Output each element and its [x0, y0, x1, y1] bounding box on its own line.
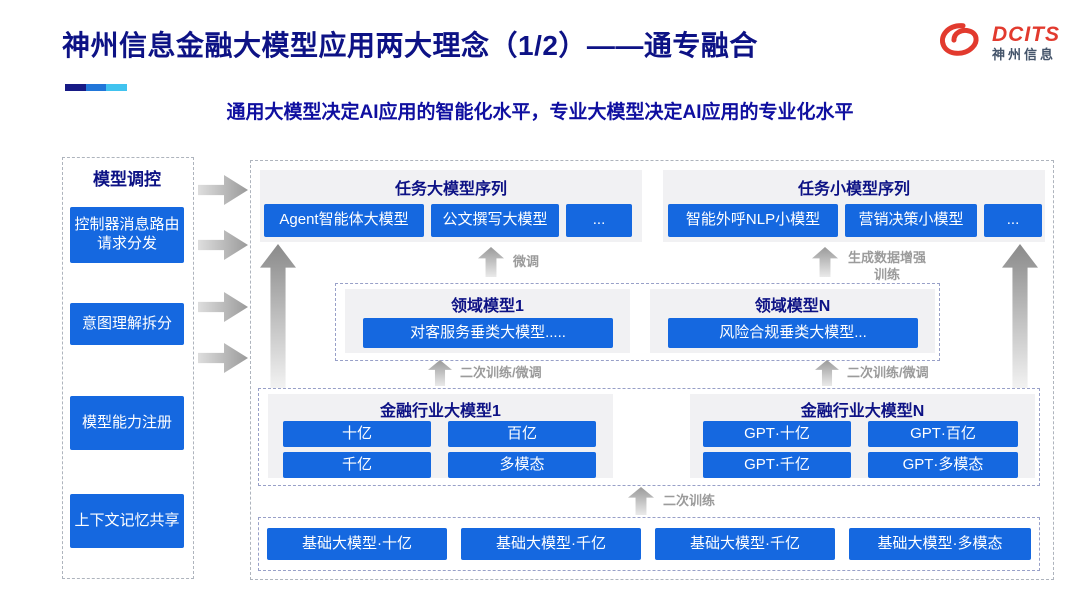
dcits-logo: DCITS 神州信息 [938, 20, 1068, 65]
title-accent-bar [65, 84, 128, 91]
sidebar-item-intent: 意图理解拆分 [70, 303, 184, 345]
industry-chip-gpt-multimodal: GPT·多模态 [868, 452, 1018, 478]
domain-model-1-chip: 对客服务垂类大模型..... [363, 318, 613, 348]
model-chip-more: ... [566, 204, 632, 237]
domain-model-n-chip: 风险合规垂类大模型... [668, 318, 918, 348]
industry-chip-1b: 十亿 [283, 421, 431, 447]
industry-chip-gpt-10b: GPT·百亿 [868, 421, 1018, 447]
base-model-chip-100b-a: 基础大模型·千亿 [461, 528, 641, 560]
logo-company-text: 神州信息 [992, 46, 1057, 62]
retrain-label: 二次训练 [663, 493, 716, 508]
industry-chip-10b: 百亿 [448, 421, 596, 447]
generate-augment-label: 生成数据增强训练 [847, 250, 926, 282]
task-small-models-title: 任务小模型序列 [797, 181, 910, 198]
sidebar-item-context: 上下文记忆共享 [70, 494, 184, 548]
page-title: 神州信息金融大模型应用两大理念（1/2）——通专融合 [62, 30, 758, 61]
right-arrow-icon [198, 175, 248, 205]
model-chip-agent: Agent智能体大模型 [264, 204, 424, 237]
task-large-models-title: 任务大模型序列 [394, 181, 507, 198]
retrain-finetune-left-label: 二次训练/微调 [460, 365, 542, 380]
finetune-label: 微调 [513, 254, 540, 269]
model-chip-more: ... [984, 204, 1042, 237]
model-control-title: 模型调控 [93, 170, 161, 189]
dcits-swirl-icon [938, 20, 986, 65]
right-arrow-icon [198, 230, 248, 260]
retrain-finetune-right-label: 二次训练/微调 [847, 365, 929, 380]
accent-bar-segment-3 [106, 84, 128, 91]
accent-bar-segment-2 [85, 84, 107, 91]
right-arrow-icon [198, 292, 248, 322]
right-arrow-icon [198, 343, 248, 373]
model-chip-document: 公文撰写大模型 [431, 204, 559, 237]
base-model-chip-multimodal: 基础大模型·多模态 [849, 528, 1031, 560]
logo-brand-text: DCITS [992, 22, 1060, 46]
domain-model-1-title: 领域模型1 [451, 298, 524, 315]
industry-chip-multimodal: 多模态 [448, 452, 596, 478]
accent-bar-segment-1 [65, 84, 86, 91]
sidebar-item-router: 控制器消息路由请求分发 [70, 207, 184, 263]
model-chip-nlp-call: 智能外呼NLP小模型 [668, 204, 838, 237]
industry-model-1-title: 金融行业大模型1 [380, 403, 501, 420]
sidebar-item-register: 模型能力注册 [70, 396, 184, 450]
base-model-chip-1b: 基础大模型·十亿 [267, 528, 447, 560]
industry-model-n-title: 金融行业大模型N [800, 403, 925, 420]
model-chip-marketing: 营销决策小模型 [845, 204, 977, 237]
industry-chip-gpt-1b: GPT·十亿 [703, 421, 851, 447]
industry-chip-gpt-100b: GPT·千亿 [703, 452, 851, 478]
page-subtitle: 通用大模型决定AI应用的智能化水平，专业大模型决定AI应用的专业化水平 [226, 102, 854, 123]
domain-model-n-title: 领域模型N [754, 298, 831, 315]
industry-chip-100b: 千亿 [283, 452, 431, 478]
base-model-chip-100b-b: 基础大模型·千亿 [655, 528, 835, 560]
